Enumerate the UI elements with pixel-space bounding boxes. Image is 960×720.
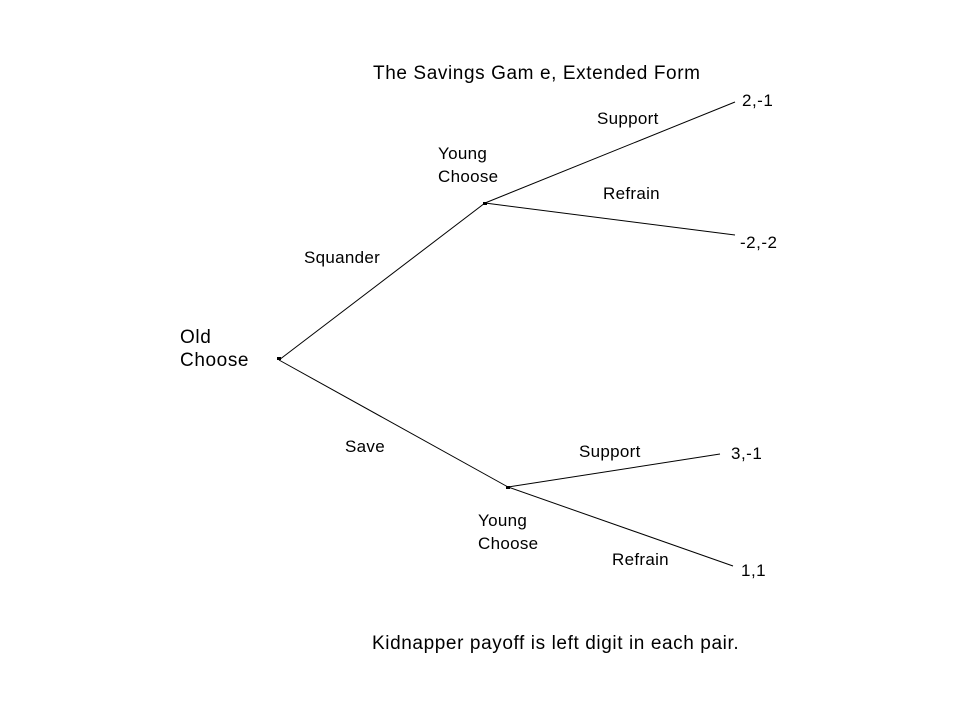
edge-top-support <box>484 101 736 204</box>
action-label-top-support: Support <box>597 109 659 128</box>
payoff-bottom-refrain: 1,1 <box>741 561 767 580</box>
action-label-bottom-refrain: Refrain <box>612 550 669 569</box>
root-node <box>277 357 281 360</box>
bottom-young-label: Young Choose <box>478 509 538 555</box>
edge-save <box>278 359 509 488</box>
bottom-young-node <box>506 486 510 489</box>
edge-squander <box>278 202 486 361</box>
top-young-label-line1: Young <box>438 144 488 163</box>
bottom-young-label-line2: Choose <box>478 534 539 553</box>
root-label-line1: Old <box>180 327 212 348</box>
root-label-line2: Choose <box>180 350 250 371</box>
action-label-top-refrain: Refrain <box>603 184 660 203</box>
top-young-label-line2: Choose <box>438 167 499 186</box>
payoff-top-refrain: -2,-2 <box>740 233 778 252</box>
bottom-young-label-line1: Young <box>478 511 528 530</box>
top-young-node <box>483 202 487 205</box>
edge-bottom-refrain <box>507 486 734 567</box>
edge-bottom-support <box>507 453 721 488</box>
root-label: Old Choose <box>180 326 249 372</box>
diagram-title: The Savings Gam e, Extended Form <box>373 63 701 84</box>
action-label-bottom-support: Support <box>579 442 641 461</box>
action-label-squander: Squander <box>304 248 381 267</box>
edge-top-refrain <box>484 202 736 236</box>
payoff-bottom-support: 3,-1 <box>731 444 763 463</box>
top-young-label: Young Choose <box>438 142 498 188</box>
payoff-top-support: 2,-1 <box>742 91 774 110</box>
footnote: Kidnapper payoff is left digit in each p… <box>372 633 740 654</box>
action-label-save: Save <box>345 437 385 456</box>
